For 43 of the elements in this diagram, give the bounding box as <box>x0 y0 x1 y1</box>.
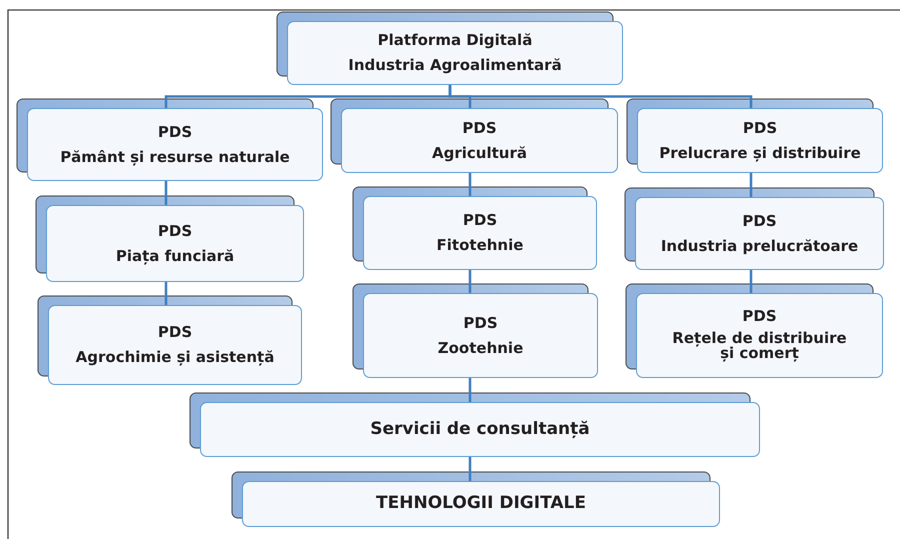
connector-line <box>448 85 752 108</box>
connector-line <box>468 457 472 481</box>
connector-line <box>468 270 472 293</box>
process-box <box>363 293 598 378</box>
box-text: TEHNOLOGII DIGITALE <box>376 493 586 515</box>
box-text: Rețele de distribuire și comerț <box>671 330 848 362</box>
connector-line <box>750 173 752 197</box>
box-heading: PDS <box>742 212 777 230</box>
box-text: Zootehnie <box>438 338 524 358</box>
box-text: Industria Agroalimentară <box>348 56 562 75</box>
process-box <box>200 402 760 457</box>
process-box <box>242 481 720 527</box>
connector-line <box>468 173 472 196</box>
box-text: Fitotehnie <box>436 236 524 255</box>
box-text: Pământ și resurse naturale <box>60 148 290 166</box>
box-heading: PDS <box>462 211 498 230</box>
connector-line <box>468 378 472 402</box>
box-heading: PDS <box>158 222 192 240</box>
box-text: Agricultură <box>432 144 527 162</box>
connector-line <box>164 181 168 205</box>
process-box <box>27 108 323 181</box>
process-box <box>341 108 618 173</box>
box-heading: PDS <box>463 314 498 332</box>
process-box <box>635 197 884 270</box>
box-heading: PDS <box>742 118 778 138</box>
connector-line <box>750 270 752 293</box>
box-text: Prelucrare și distribuire <box>659 144 861 162</box>
box-text: Piața funciară <box>116 246 234 266</box>
process-box <box>48 305 302 385</box>
box-heading: PDS <box>158 122 192 142</box>
box-text: Servicii de consultanță <box>370 418 590 440</box>
box-text: Agrochimie și asistență <box>76 348 274 367</box>
connector-line <box>164 282 168 305</box>
process-box <box>636 293 883 378</box>
process-box <box>46 205 304 282</box>
process-box <box>287 21 623 85</box>
process-box <box>363 196 597 270</box>
box-text: Industria prelucrătoare <box>660 236 858 256</box>
box-heading: PDS <box>158 323 192 342</box>
process-box <box>637 108 883 173</box>
box-heading: Platforma Digitală <box>378 31 532 50</box>
box-heading: PDS <box>742 308 777 325</box>
box-heading: PDS <box>462 118 497 138</box>
